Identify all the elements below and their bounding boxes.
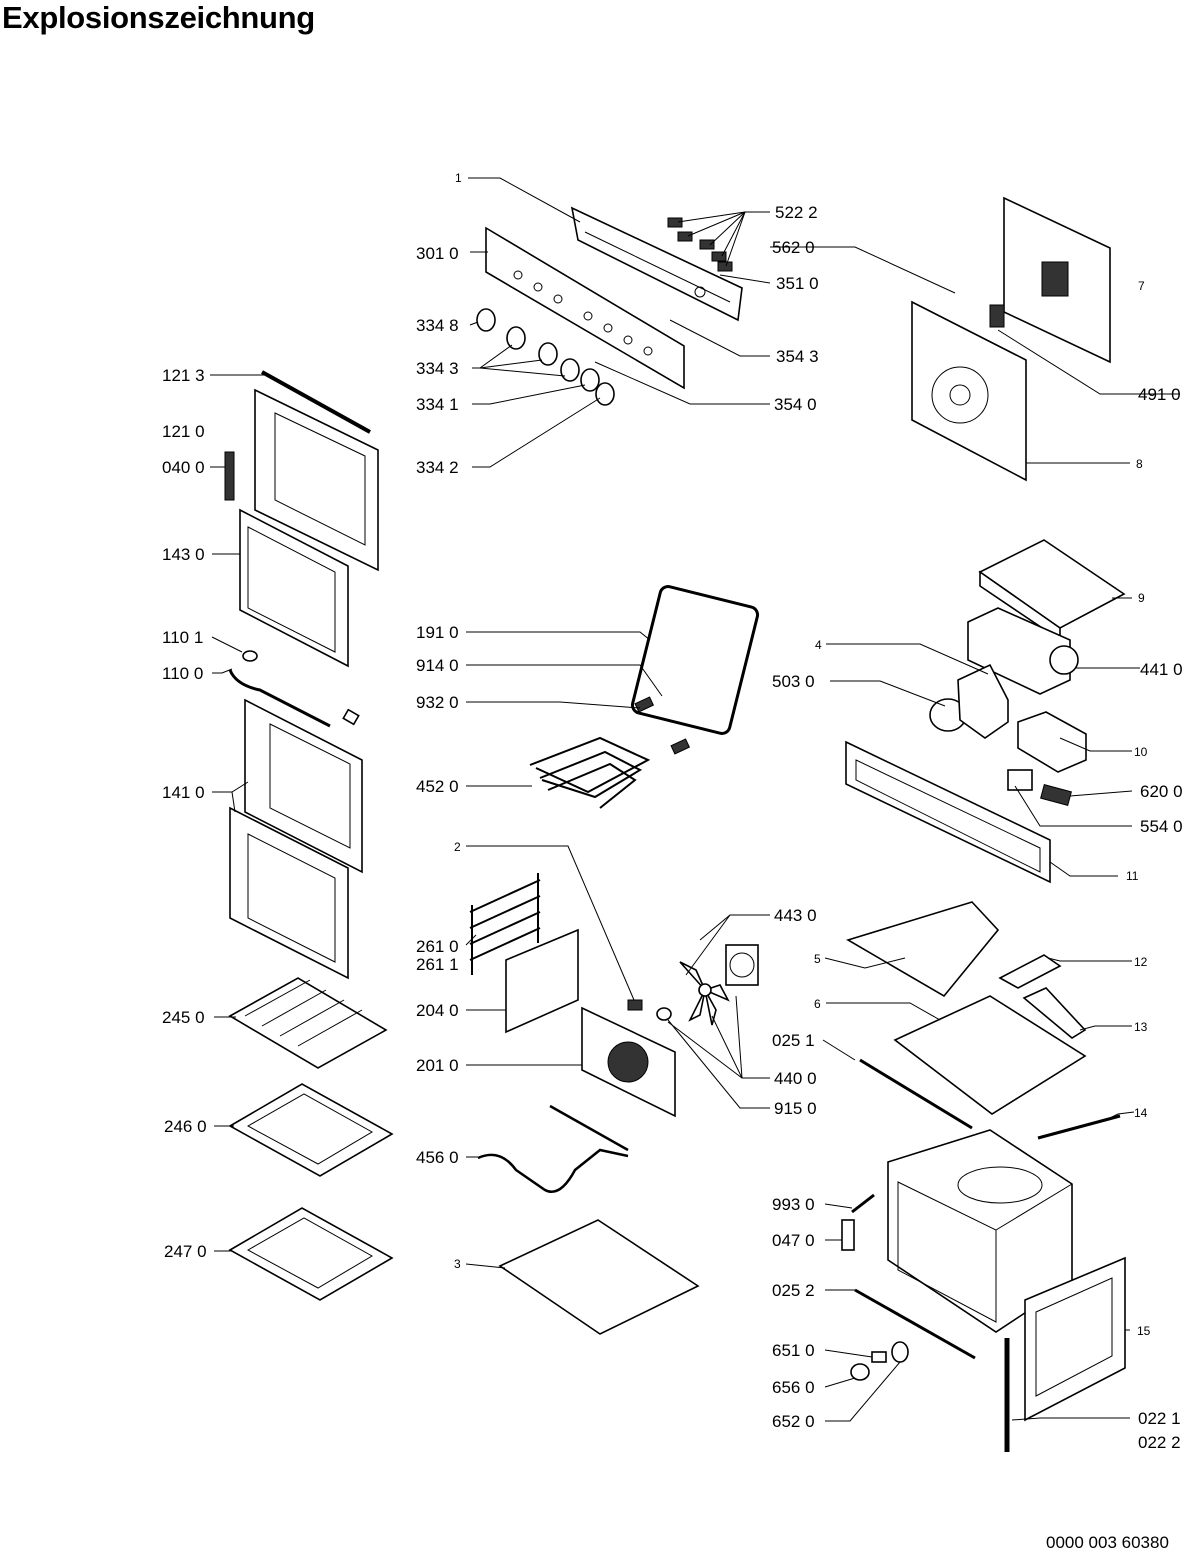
part-261-shelf-supports (469, 873, 541, 975)
label: 334 1 (416, 395, 459, 414)
part-2040-side-liner (505, 928, 579, 1034)
label: 620 0 (1140, 782, 1183, 801)
label: 932 0 (416, 693, 459, 712)
label: 456 0 (416, 1148, 459, 1167)
label: 110 1 (162, 628, 203, 647)
part-shapes (224, 196, 1126, 1452)
part-11-front-frame (845, 740, 1051, 884)
label: 022 1 (1138, 1409, 1181, 1428)
part-4560-bottom-element (477, 1104, 629, 1193)
part-1430-inner-door (239, 508, 349, 668)
label: 914 0 (416, 656, 459, 675)
label: 915 0 (774, 1099, 817, 1118)
label: 503 0 (772, 672, 815, 691)
label: 110 0 (162, 664, 203, 683)
part-6-top-plate (893, 995, 1087, 1115)
label: 15 (1137, 1324, 1151, 1338)
label: 1 (455, 171, 462, 185)
part-5-cover-plate (846, 901, 1000, 998)
part-labels: 1 522 2 301 0 562 0 351 0 7 334 8 354 3 … (162, 171, 1183, 1452)
part-1-bracket (570, 206, 743, 322)
label: 652 0 (772, 1412, 815, 1431)
label: 191 0 (416, 623, 459, 642)
label: 9 (1138, 591, 1145, 605)
label: 651 0 (772, 1341, 815, 1360)
label: 141 0 (162, 783, 205, 802)
label: 440 0 (774, 1069, 817, 1088)
part-3-bottom-plate (498, 1219, 700, 1335)
label: 354 0 (774, 395, 817, 414)
label: 261 1 (416, 955, 459, 974)
label: 7 (1138, 279, 1145, 293)
label: 022 2 (1138, 1433, 1181, 1452)
label: 993 0 (772, 1195, 815, 1214)
label: 334 3 (416, 359, 459, 378)
label: 121 0 (162, 422, 205, 441)
part-2460-tray (228, 1083, 394, 1177)
label: 204 0 (416, 1001, 459, 1020)
label: 201 0 (416, 1056, 459, 1075)
label: 301 0 (416, 244, 459, 263)
label: 040 0 (162, 458, 205, 477)
label: 6 (814, 997, 821, 1011)
label: 443 0 (774, 906, 817, 925)
label: 143 0 (162, 545, 205, 564)
label: 2 (454, 840, 461, 854)
part-2470-tray (228, 1207, 394, 1301)
label: 3 (454, 1257, 461, 1271)
part-15-side-panel (1024, 1256, 1126, 1422)
label: 025 2 (772, 1281, 815, 1300)
part-10-bracket (1017, 711, 1087, 773)
document-number: 0000 003 60380 (1046, 1533, 1169, 1552)
label: 334 2 (416, 458, 459, 477)
label: 491 0 (1138, 385, 1181, 404)
part-4-filter (957, 663, 1009, 739)
label: 5 (814, 952, 821, 966)
label: 8 (1136, 457, 1143, 471)
label: 025 1 (772, 1031, 815, 1050)
part-334-knobs (476, 308, 615, 406)
label: 121 3 (162, 366, 205, 385)
label: 334 8 (416, 316, 459, 335)
label: 14 (1134, 1106, 1148, 1120)
part-1910-seal (630, 585, 760, 735)
label: 4 (815, 638, 822, 652)
part-1410-glass-1 (244, 698, 363, 874)
part-0400-hinge (224, 451, 235, 501)
label: 522 2 (775, 203, 818, 222)
label: 047 0 (772, 1231, 815, 1250)
label: 13 (1134, 1020, 1148, 1034)
part-4520-grill-element (529, 736, 651, 809)
label: 354 3 (776, 347, 819, 366)
part-5222-switches (667, 217, 733, 272)
part-2450-wire-shelf (228, 977, 388, 1069)
label: 246 0 (164, 1117, 207, 1136)
label: 351 0 (776, 274, 819, 293)
label: 12 (1134, 955, 1148, 969)
label: 245 0 (162, 1008, 205, 1027)
label: 11 (1126, 869, 1139, 883)
label: 10 (1134, 745, 1148, 759)
part-1210-door-frame (254, 388, 379, 572)
label: 656 0 (772, 1378, 815, 1397)
label: 554 0 (1140, 817, 1183, 836)
page-title: Explosionszeichnung (2, 0, 315, 35)
leader-lines (210, 177, 1180, 1422)
label: 261 0 (416, 937, 459, 956)
part-3010-fascia (485, 226, 685, 390)
label: 562 0 (772, 238, 815, 257)
part-4400-fan (679, 944, 759, 1026)
label: 247 0 (164, 1242, 207, 1261)
part-4410-motor-housing (967, 607, 1071, 695)
label: 441 0 (1140, 660, 1183, 679)
part-1410-glass-2 (229, 806, 349, 980)
label: 452 0 (416, 777, 459, 796)
